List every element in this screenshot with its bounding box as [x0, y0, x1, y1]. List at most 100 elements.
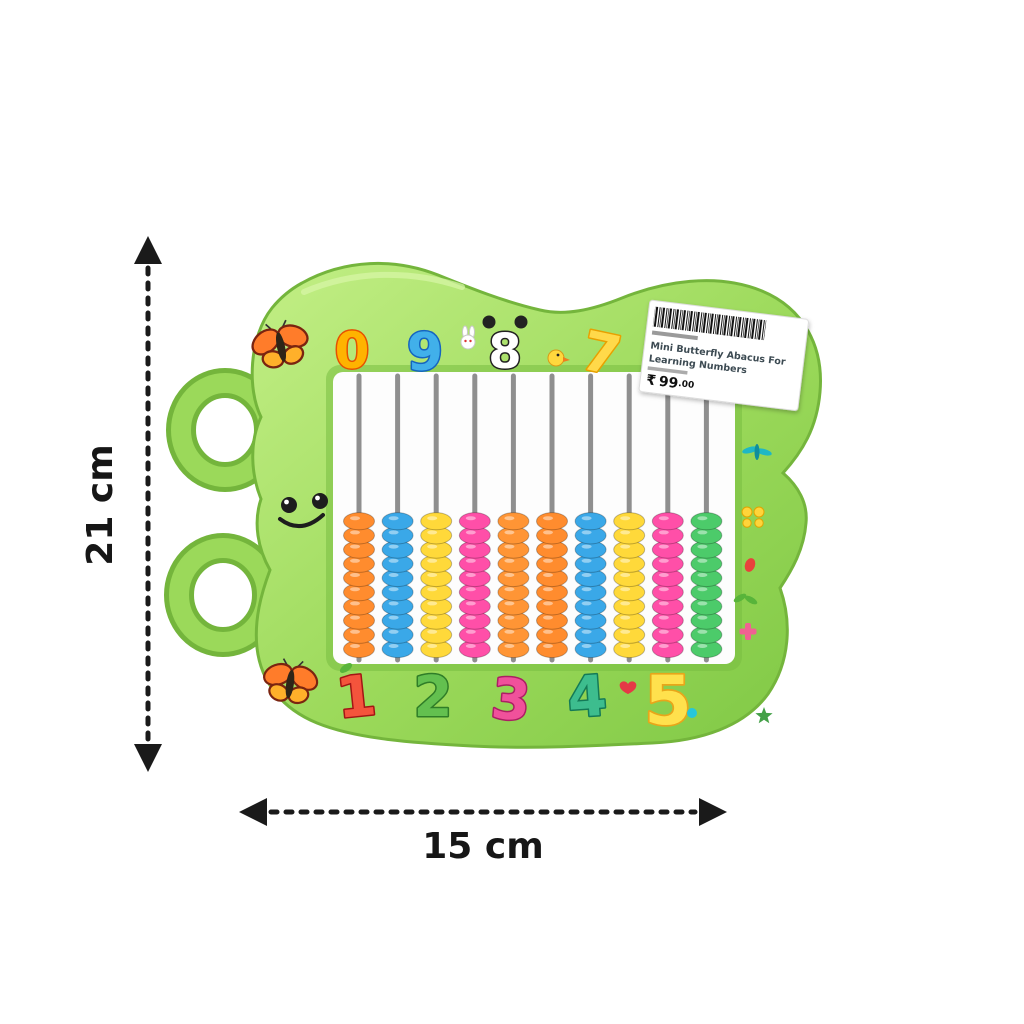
heart-icon	[619, 681, 637, 694]
butterfly-abacus: 0 9 8 7 1 2 3 4 5	[164, 261, 822, 749]
bead-highlight	[543, 573, 553, 577]
bead-highlight	[388, 573, 399, 577]
bead-highlight	[350, 530, 360, 535]
bead-highlight	[697, 573, 708, 577]
abacus-bead	[343, 512, 375, 531]
bead-highlight	[658, 615, 669, 620]
abacus-bead	[613, 512, 646, 531]
bead-highlight	[350, 629, 360, 634]
bead-highlight	[658, 644, 669, 648]
abacus-bead	[497, 512, 530, 531]
leaf-icon	[339, 663, 353, 673]
bead-highlight	[504, 615, 515, 620]
bead-highlight	[465, 587, 476, 592]
bead-highlight	[465, 629, 476, 634]
bead-highlight	[504, 601, 515, 606]
abacus-bead	[458, 512, 491, 531]
height-dimension: 21 cm	[80, 236, 162, 772]
frame-number-8: 8	[488, 324, 521, 380]
bead-highlight	[427, 629, 438, 634]
bead-highlight	[697, 516, 708, 521]
arrow-up-icon	[134, 236, 162, 264]
bead-highlight	[504, 530, 515, 535]
abacus-bead	[574, 512, 607, 531]
bead-highlight	[697, 587, 708, 592]
bead-highlight	[465, 573, 476, 577]
height-dimension-label: 21 cm	[80, 444, 121, 565]
smiley-face	[278, 493, 328, 528]
dragonfly-icon	[742, 444, 772, 460]
red-dot-icon	[744, 558, 756, 572]
bead-highlight	[543, 644, 553, 648]
bead-highlight	[427, 558, 438, 563]
barcode-icon	[652, 306, 767, 341]
bead-highlight	[543, 558, 553, 563]
eye-icon	[312, 493, 328, 509]
bead-highlight	[427, 544, 438, 549]
bead-highlight	[658, 530, 669, 535]
arrow-down-icon	[134, 744, 162, 772]
bead-highlight	[504, 558, 515, 563]
bead-highlight	[504, 644, 515, 648]
bead-highlight	[465, 601, 476, 606]
frame-number-0: 0	[335, 322, 370, 380]
pink-plus-icon	[739, 623, 757, 640]
abacus-bead	[381, 512, 414, 531]
frame-number-9: 9	[407, 323, 443, 383]
bead-highlight	[350, 516, 360, 521]
bead-highlight	[427, 516, 438, 521]
bead-highlight	[350, 558, 360, 563]
bead-highlight	[504, 629, 515, 634]
bead-highlight	[388, 530, 399, 535]
bunny-icon	[460, 325, 476, 350]
bead-highlight	[697, 644, 708, 648]
bead-highlight	[350, 544, 360, 549]
bead-highlight	[581, 615, 592, 620]
bead-highlight	[427, 615, 438, 620]
bead-highlight	[388, 587, 399, 592]
width-dimension: 15 cm	[239, 798, 727, 867]
frame-number-3: 3	[489, 666, 533, 734]
bead-highlight	[543, 544, 553, 549]
teal-dot-icon	[687, 708, 697, 718]
bead-highlight	[388, 558, 399, 563]
bead-highlight	[543, 615, 553, 620]
bead-highlight	[427, 644, 438, 648]
bead-highlight	[697, 601, 708, 606]
top-number-row: 0 9 8 7	[333, 315, 628, 390]
leaves-icon	[733, 593, 758, 605]
bead-highlight	[581, 644, 592, 648]
chick-icon	[547, 349, 570, 367]
bead-highlight	[504, 544, 515, 549]
bead-highlight	[658, 629, 669, 634]
bead-highlight	[388, 516, 399, 521]
abacus-bead	[420, 512, 453, 531]
bead-highlight	[465, 516, 476, 521]
smile-icon	[278, 513, 325, 528]
bead-highlight	[697, 558, 708, 563]
bead-highlight	[543, 629, 553, 634]
left-handles	[164, 368, 284, 657]
bead-highlight	[658, 573, 669, 577]
bead-highlight	[350, 615, 360, 620]
bead-highlight	[620, 516, 631, 521]
bead-highlight	[658, 558, 669, 563]
bead-highlight	[620, 558, 631, 563]
bead-highlight	[465, 530, 476, 535]
abacus-bead	[690, 512, 723, 531]
bead-highlight	[504, 587, 515, 592]
bead-highlight	[388, 544, 399, 549]
bead-highlight	[697, 629, 708, 634]
bottom-number-row: 1 2 3 4 5	[332, 660, 693, 743]
bead-highlight	[581, 573, 592, 577]
bead-highlight	[504, 573, 515, 577]
bead-highlight	[620, 530, 631, 535]
width-dimension-label: 15 cm	[422, 826, 543, 867]
bead-highlight	[427, 587, 438, 592]
bead-highlight	[465, 558, 476, 563]
price-sticker: Mini Butterfly Abacus For Learning Numbe…	[638, 299, 809, 411]
panda-ear-icon	[482, 315, 496, 329]
frame-highlight	[301, 271, 465, 295]
bead-highlight	[581, 629, 592, 634]
